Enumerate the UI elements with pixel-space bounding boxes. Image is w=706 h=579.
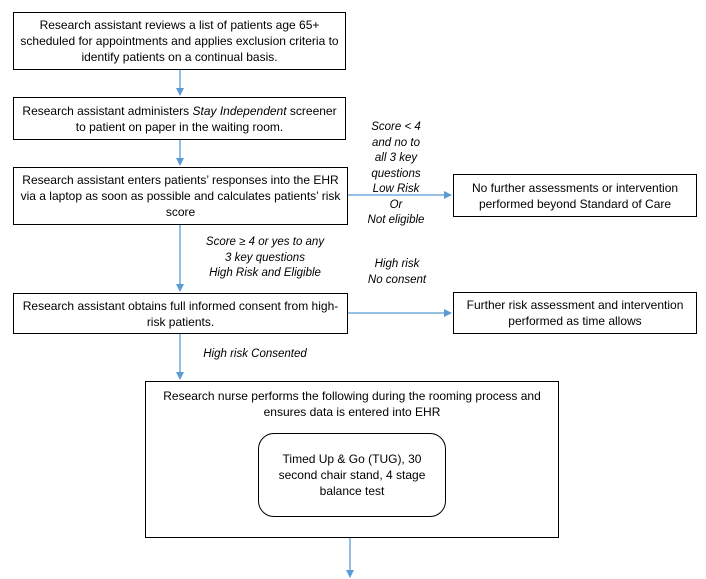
step-review-text: Research assistant reviews a list of pat… — [20, 18, 339, 64]
low-risk-line: Or — [389, 198, 403, 211]
no-consent-line: High risk — [374, 258, 420, 270]
further-risk-text: Further risk assessment and intervention… — [466, 298, 684, 328]
no-consent-label: High risk No consent — [357, 257, 437, 288]
high-risk-eligible-line: High Risk and Eligible — [209, 267, 321, 279]
further-risk-box: Further risk assessment and intervention… — [453, 292, 697, 334]
low-risk-line: Low Risk — [372, 183, 420, 195]
low-risk-label: Score < 4 and no to all 3 key questions … — [356, 120, 436, 229]
tests-box: Timed Up & Go (TUG), 30 second chair sta… — [258, 433, 446, 517]
no-consent-line: No consent — [367, 273, 427, 286]
step-consent-text: Research assistant obtains full informed… — [22, 298, 339, 329]
low-risk-line: questions — [371, 167, 421, 180]
low-risk-line: all 3 key — [374, 152, 418, 164]
no-further-box: No further assessments or intervention p… — [453, 174, 697, 217]
step-screener-text-italic: Stay Independent — [192, 103, 287, 118]
step-screener-box: Research assistant administers Stay Inde… — [13, 97, 346, 140]
step-review-box: Research assistant reviews a list of pat… — [13, 12, 346, 70]
step-screener-text-after: screener to patient on paper in the wait… — [75, 103, 337, 134]
low-risk-line: Score < 4 — [371, 121, 421, 133]
high-risk-eligible-line: Score ≥ 4 or yes to any — [205, 236, 325, 248]
step-consent-box: Research assistant obtains full informed… — [13, 293, 348, 334]
step-screener-text: Research assistant administers Stay Inde… — [20, 103, 339, 135]
tests-text: Timed Up & Go (TUG), 30 second chair sta… — [278, 452, 426, 498]
step-enter-text: Research assistant enters patients’ resp… — [20, 173, 341, 219]
high-risk-eligible-line: 3 key questions — [225, 251, 305, 264]
no-further-text: No further assessments or intervention p… — [471, 180, 679, 211]
consented-label: High risk Consented — [203, 348, 307, 360]
step-nurse-box: Research nurse performs the following du… — [145, 381, 559, 538]
step-screener-text-before: Research assistant administers — [22, 103, 193, 118]
step-enter-box: Research assistant enters patients’ resp… — [13, 167, 348, 225]
low-risk-line: Not eligible — [367, 214, 425, 226]
step-nurse-text: Research nurse performs the following du… — [163, 389, 541, 419]
high-risk-eligible-label: Score ≥ 4 or yes to any 3 key questions … — [190, 235, 340, 282]
low-risk-line: and no to — [372, 136, 420, 149]
